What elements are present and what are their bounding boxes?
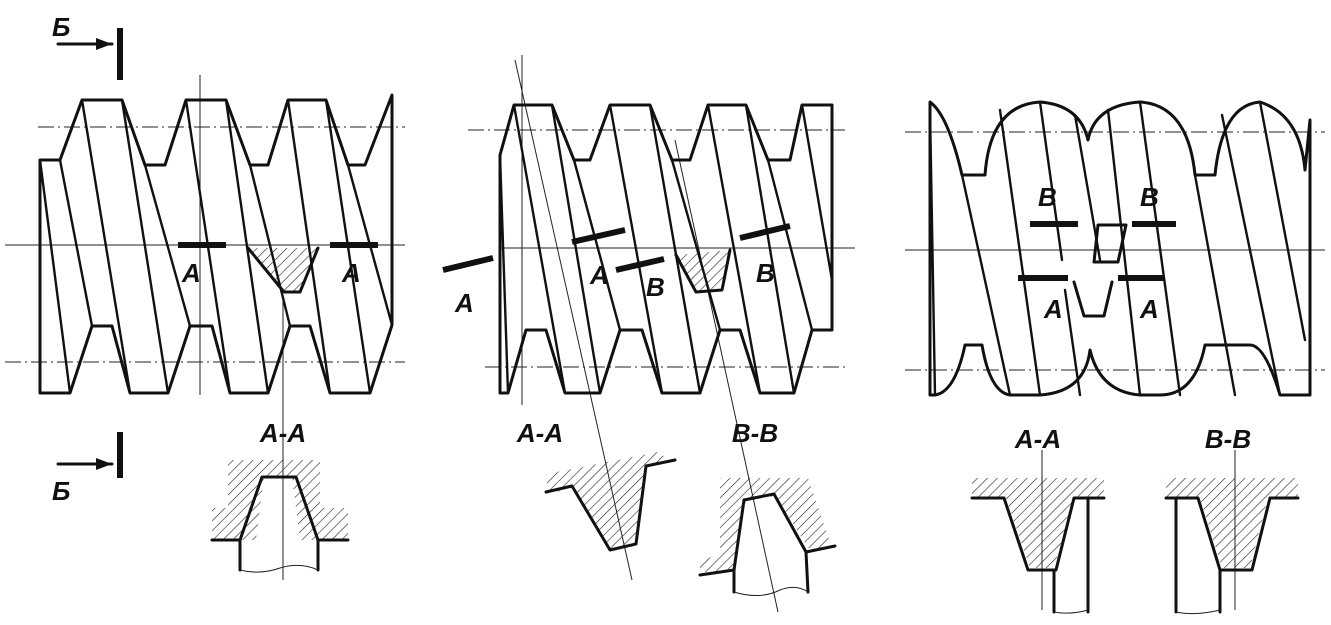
arrowhead-icon (96, 458, 112, 470)
cut-label: B (1038, 182, 1057, 212)
section-title-a-a: A-A (516, 418, 563, 448)
cut-label: A (181, 258, 201, 288)
cut-label: B (1140, 182, 1159, 212)
section-title-b-b: B-B (1205, 424, 1251, 454)
arrowhead-icon (96, 38, 112, 50)
cut-label: A (341, 258, 361, 288)
section-in-view-a (1072, 280, 1114, 318)
view-marker-label: Б (52, 12, 70, 42)
section-detail-a-a (544, 452, 677, 552)
panel-left: Б Б (5, 12, 405, 580)
helix-lines (38, 98, 394, 395)
section-title-a-a: A-A (1014, 424, 1061, 454)
section-title-b-b: B-B (732, 418, 778, 448)
section-in-view-b (1092, 223, 1128, 264)
cut-label: A (454, 288, 474, 318)
helix-lines (928, 100, 1307, 397)
cut-mark-b-inner (615, 256, 665, 273)
view-marker-label: Б (52, 476, 70, 506)
section-detail-b-b (698, 478, 837, 596)
inclined-axis-b (674, 139, 779, 613)
helix-lines (498, 103, 834, 395)
cut-mark-a-inner (571, 227, 626, 245)
section-in-view-outline (674, 248, 732, 294)
view-marker-bottom: Б (52, 432, 123, 506)
cut-label: A (1043, 294, 1063, 324)
cut-mark-b-outer (739, 223, 791, 241)
cut-mark-a-outer (442, 255, 494, 273)
cut-label: B (756, 258, 775, 288)
section-detail-a-a (210, 460, 350, 573)
worm-outline (498, 103, 834, 395)
section-title: A-A (259, 418, 306, 448)
cut-label: A (1139, 294, 1159, 324)
section-detail-a-a (970, 478, 1106, 614)
panel-right: B B A A A-A B-B (905, 100, 1325, 615)
view-marker-top: Б (52, 12, 123, 80)
panel-middle: A A B B A-A B-B (442, 55, 855, 613)
section-detail-b-b (1164, 478, 1300, 615)
section-in-view-outline (246, 246, 320, 294)
section-in-view (248, 248, 318, 292)
cut-label: A (589, 260, 609, 290)
cut-label: B (646, 272, 665, 302)
section-in-view (676, 250, 730, 292)
